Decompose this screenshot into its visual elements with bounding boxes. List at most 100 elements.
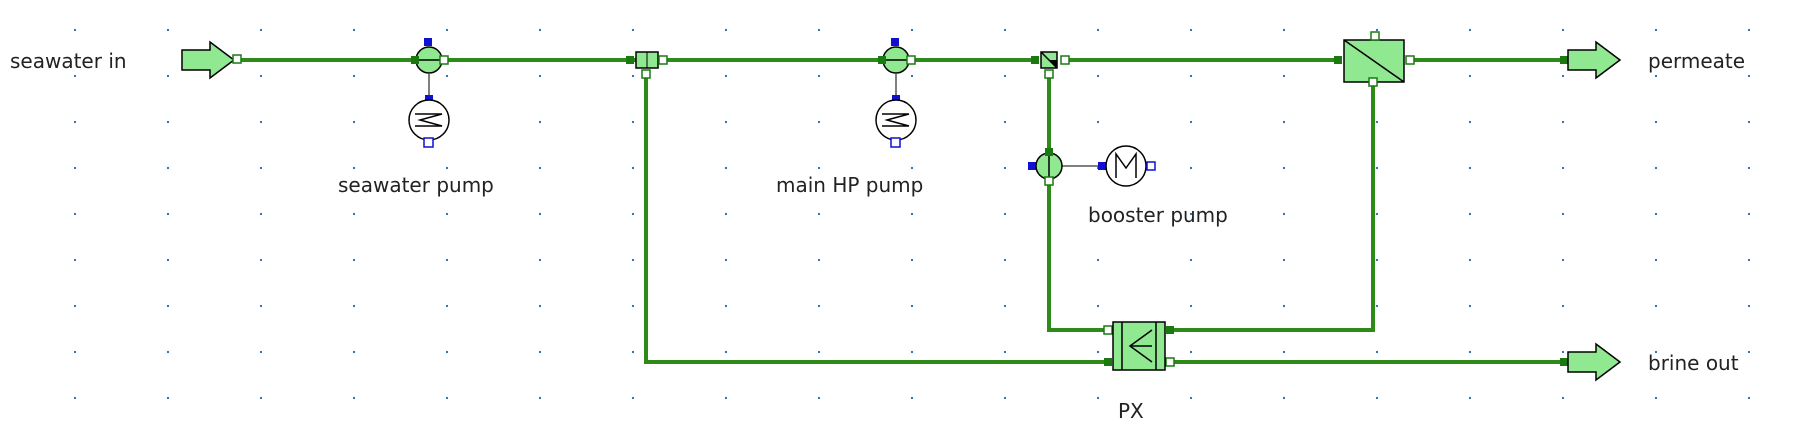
mixer-port-out bbox=[658, 55, 668, 65]
outlet-arrow-icon bbox=[1567, 342, 1622, 382]
grid-dot bbox=[631, 212, 635, 216]
grid-dot bbox=[910, 304, 914, 308]
grid-dot bbox=[1096, 350, 1100, 354]
grid-dot bbox=[445, 396, 449, 400]
grid-dot bbox=[1375, 212, 1379, 216]
ro-membrane[interactable] bbox=[1334, 31, 1415, 87]
px-port-right-bottom bbox=[1165, 357, 1175, 367]
grid-dot bbox=[817, 304, 821, 308]
grid-dot bbox=[259, 212, 263, 216]
grid-dot bbox=[724, 120, 728, 124]
brine-outlet[interactable] bbox=[1560, 342, 1622, 382]
grid-dot bbox=[817, 396, 821, 400]
grid-dot bbox=[1189, 304, 1193, 308]
grid-dot bbox=[1189, 350, 1193, 354]
grid-dot bbox=[259, 350, 263, 354]
grid-dot bbox=[1561, 258, 1565, 262]
grid-dot bbox=[910, 396, 914, 400]
background-dot-grid bbox=[73, 28, 1751, 400]
grid-dot bbox=[631, 396, 635, 400]
grid-dot bbox=[1747, 166, 1751, 170]
ro-port-top bbox=[1370, 31, 1380, 41]
grid-dot bbox=[1468, 28, 1472, 32]
grid-dot bbox=[352, 28, 356, 32]
grid-dot bbox=[352, 396, 356, 400]
stream-px-to-mixer[interactable] bbox=[644, 74, 1110, 364]
seawater-pump[interactable] bbox=[408, 38, 450, 148]
grid-dot bbox=[631, 258, 635, 262]
grid-dot bbox=[259, 258, 263, 262]
inlet-arrow-icon bbox=[181, 40, 236, 80]
grid-dot bbox=[724, 396, 728, 400]
signal-port-right bbox=[1098, 162, 1106, 170]
grid-dot bbox=[1003, 74, 1007, 78]
heat-exchanger-icon bbox=[875, 99, 917, 148]
grid-dot bbox=[445, 74, 449, 78]
seawater-inlet[interactable] bbox=[181, 40, 242, 80]
grid-dot bbox=[1096, 258, 1100, 262]
ro-port-brine bbox=[1368, 77, 1378, 87]
pump-port-in bbox=[411, 56, 419, 64]
grid-dot bbox=[538, 28, 542, 32]
grid-dot bbox=[1282, 28, 1286, 32]
stream-booster-to-px[interactable] bbox=[1047, 180, 1110, 332]
grid-dot bbox=[1654, 350, 1658, 354]
grid-dot bbox=[166, 212, 170, 216]
grid-dot bbox=[1747, 74, 1751, 78]
grid-dot bbox=[1654, 212, 1658, 216]
mixer[interactable] bbox=[626, 51, 668, 79]
booster-pump[interactable] bbox=[1028, 145, 1156, 187]
signal-port-mid bbox=[892, 95, 900, 103]
stream-ro-brine-to-px[interactable] bbox=[1168, 80, 1375, 332]
grid-dot bbox=[1747, 120, 1751, 124]
grid-dot bbox=[445, 212, 449, 216]
grid-dot bbox=[1561, 120, 1565, 124]
grid-dot bbox=[259, 304, 263, 308]
signal-port-top bbox=[891, 38, 899, 46]
grid-dot bbox=[1189, 396, 1193, 400]
grid-dot bbox=[1189, 74, 1193, 78]
grid-dot bbox=[1375, 166, 1379, 170]
signal-port-left bbox=[1028, 162, 1036, 170]
outlet-port bbox=[1560, 358, 1568, 366]
grid-dot bbox=[538, 74, 542, 78]
grid-dot bbox=[1003, 350, 1007, 354]
grid-dot bbox=[1282, 120, 1286, 124]
grid-dot bbox=[166, 28, 170, 32]
label-seawater-in: seawater in bbox=[10, 49, 127, 73]
grid-dot bbox=[1282, 166, 1286, 170]
grid-dot bbox=[631, 74, 635, 78]
grid-dot bbox=[1747, 350, 1751, 354]
grid-dot bbox=[631, 28, 635, 32]
grid-dot bbox=[352, 166, 356, 170]
grid-dot bbox=[259, 28, 263, 32]
pump-port-out bbox=[906, 55, 916, 65]
pressure-exchanger[interactable] bbox=[1103, 321, 1175, 371]
grid-dot bbox=[1189, 212, 1193, 216]
grid-dot bbox=[352, 120, 356, 124]
label-seawater-pump: seawater pump bbox=[338, 173, 494, 197]
grid-dot bbox=[538, 350, 542, 354]
grid-dot bbox=[73, 258, 77, 262]
grid-dot bbox=[724, 166, 728, 170]
grid-dot bbox=[538, 258, 542, 262]
grid-dot bbox=[1561, 74, 1565, 78]
ro-port-in bbox=[1334, 56, 1342, 64]
grid-dot bbox=[538, 166, 542, 170]
grid-dot bbox=[1096, 304, 1100, 308]
grid-dot bbox=[259, 74, 263, 78]
grid-dot bbox=[73, 166, 77, 170]
splitter[interactable] bbox=[1031, 51, 1070, 79]
grid-dot bbox=[73, 350, 77, 354]
grid-dot bbox=[1375, 258, 1379, 262]
pump-port-out bbox=[439, 55, 449, 65]
main-hp-pump[interactable] bbox=[875, 38, 917, 148]
grid-dot bbox=[910, 258, 914, 262]
grid-dot bbox=[1003, 258, 1007, 262]
grid-dot bbox=[166, 120, 170, 124]
grid-dot bbox=[910, 166, 914, 170]
grid-dot bbox=[1747, 304, 1751, 308]
pump-port-in bbox=[1045, 148, 1053, 156]
permeate-outlet[interactable] bbox=[1560, 40, 1622, 80]
